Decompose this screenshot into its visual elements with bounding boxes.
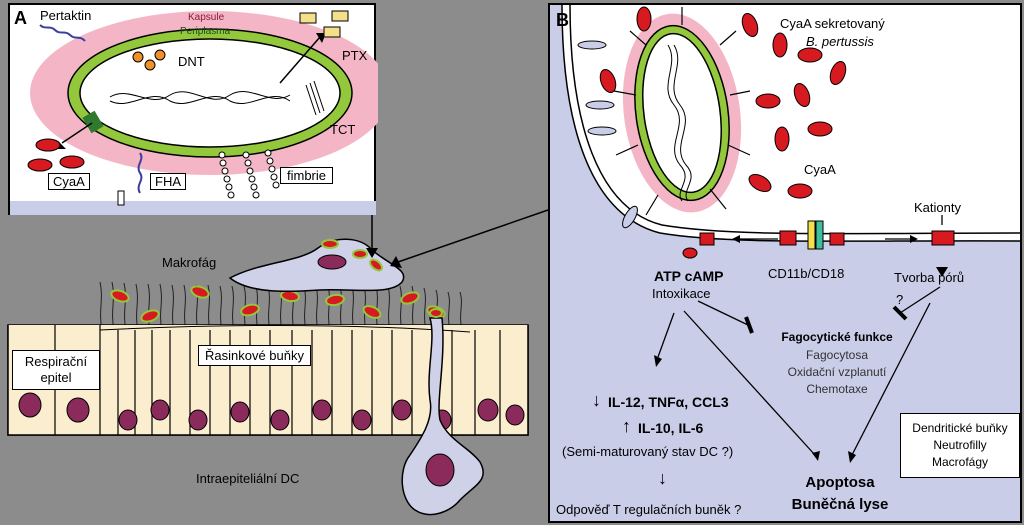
dendriticke-bunky-label: Dendritické buňky — [912, 421, 1008, 435]
fagocytosa-label: Fagocytosa — [805, 348, 869, 362]
question-mark-label: ? — [896, 292, 904, 307]
fimbrie-label: fimbrie — [280, 167, 334, 184]
rasinkove-bunky-label: Řasinkové buňky — [198, 345, 311, 366]
il10-label: IL-10, IL-6 — [638, 420, 704, 436]
panel-a-drawing — [10, 10, 378, 215]
tvorba-poru-label: Tvorba pórů — [894, 270, 965, 285]
oxidacni-vzplanuti-label: Oxidační vzplanutí — [787, 365, 887, 379]
kationty-label: Kationty — [914, 200, 961, 215]
atp-camp-label: ATP cAMP — [654, 268, 724, 284]
panel-a: A Pertaktin Kapsule Periplasma DNT PTX T… — [8, 3, 378, 215]
dnt-label: DNT — [178, 54, 205, 69]
intraepitelialni-dc-label: Intraepiteliální DC — [196, 471, 300, 486]
periplasma-label: Periplasma — [180, 26, 231, 37]
cyaa-b-label: CyaA — [804, 162, 836, 177]
cyaa-sekretovany-label: CyaA sekretovaný — [780, 16, 885, 31]
up-arrow-symbol: ↑ — [622, 416, 631, 436]
fagocyticke-funkce-label: Fagocytické funkce — [781, 330, 893, 344]
cyaa-label: CyaA — [48, 173, 90, 190]
kapsule-label: Kapsule — [188, 12, 225, 23]
semi-maturovany-label: (Semi-maturovaný stav DC ?) — [562, 444, 734, 459]
odpoved-treg-label: Odpověď T regulačních buněk ? — [556, 502, 742, 517]
b-pertussis-label: B. pertussis — [806, 34, 874, 49]
makrofagy-label: Macrofágy — [931, 455, 989, 469]
down-arrow-symbol: ↓ — [592, 390, 601, 410]
respiracni-line2: epitel — [40, 370, 72, 385]
respiracni-epitel-label: Respirační epitel — [12, 350, 100, 390]
respiracni-line1: Respirační — [24, 354, 88, 369]
makrofag-label: Makrofág — [162, 255, 217, 270]
panel-b-drawing — [550, 5, 1020, 521]
neutrofilly-label: Neutrofilly — [933, 438, 987, 452]
fha-label: FHA — [150, 173, 186, 190]
panel-a-letter: A — [14, 8, 27, 28]
il12-label: IL-12, TNFα, CCL3 — [608, 394, 729, 410]
pertaktin-label: Pertaktin — [40, 8, 92, 23]
ptx-label: PTX — [342, 48, 368, 63]
tct-label: TCT — [330, 122, 356, 137]
cd11b-cd18-label: CD11b/CD18 — [768, 266, 845, 281]
panel-b: B CyaA sekretovaný B. pertussis CyaA Kat… — [548, 3, 1022, 523]
down-arrow-symbol-2: ↓ — [658, 468, 667, 488]
panel-b-letter: B — [556, 10, 569, 30]
intraepithelial-dc — [401, 308, 484, 516]
intoxikace-label: Intoxikace — [652, 286, 711, 301]
bunecna-lyse-label: Buněčná lyse — [791, 496, 889, 513]
apoptosa-label: Apoptosa — [805, 474, 875, 491]
chemotaxe-label: Chemotaxe — [806, 382, 868, 396]
macrophage-cell — [228, 238, 405, 293]
cell-types-box: Dendritické buňky Neutrofilly Macrofágy — [900, 413, 1020, 478]
